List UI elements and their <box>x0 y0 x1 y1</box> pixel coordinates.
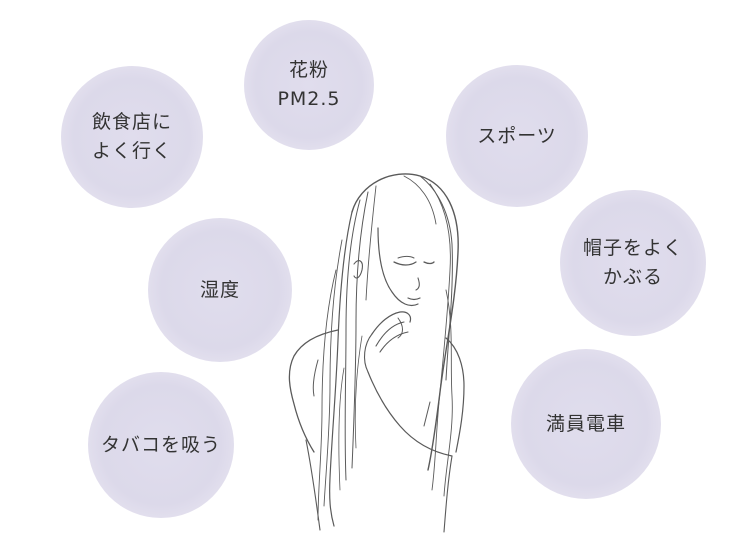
bubble-restaurants-line-1: 飲食店に <box>91 111 172 133</box>
bubble-hat-line-2: かぶる <box>602 266 663 288</box>
hair-strands <box>317 173 459 527</box>
bubble-restaurants-line-2: よく行く <box>91 140 172 162</box>
bubble-smoking: タバコを吸う <box>88 372 234 518</box>
bubble-hat: 帽子をよく かぶる <box>560 190 706 336</box>
face <box>353 227 435 307</box>
bubble-smoking-line-1: タバコを吸う <box>100 433 221 456</box>
hand <box>363 311 412 373</box>
bubble-smoking-label: タバコを吸う <box>101 431 221 460</box>
bubble-sports: スポーツ <box>446 65 588 207</box>
bubble-pollen: 花粉 PM2.5 <box>244 20 374 150</box>
bubble-restaurants-label: 飲食店に よく行く <box>92 108 172 166</box>
bubble-train-line-1: 満員電車 <box>545 412 626 435</box>
body <box>288 329 465 533</box>
bubble-hat-label: 帽子をよく かぶる <box>583 234 683 292</box>
bubble-pollen-line-1: 花粉 <box>288 59 329 81</box>
bubble-restaurants: 飲食店に よく行く <box>61 66 203 208</box>
bubble-hat-line-1: 帽子をよく <box>582 237 683 259</box>
bubble-humidity-label: 湿度 <box>200 276 240 305</box>
bubble-pollen-label: 花粉 PM2.5 <box>277 56 340 114</box>
bubble-sports-label: スポーツ <box>477 122 557 151</box>
bubble-train: 満員電車 <box>511 349 661 499</box>
bubble-humidity: 湿度 <box>148 218 292 362</box>
bubble-pollen-line-2: PM2.5 <box>277 88 341 110</box>
bubble-humidity-line-1: 湿度 <box>199 278 240 301</box>
bubble-train-label: 満員電車 <box>546 410 626 439</box>
bubble-sports-line-1: スポーツ <box>477 124 557 147</box>
